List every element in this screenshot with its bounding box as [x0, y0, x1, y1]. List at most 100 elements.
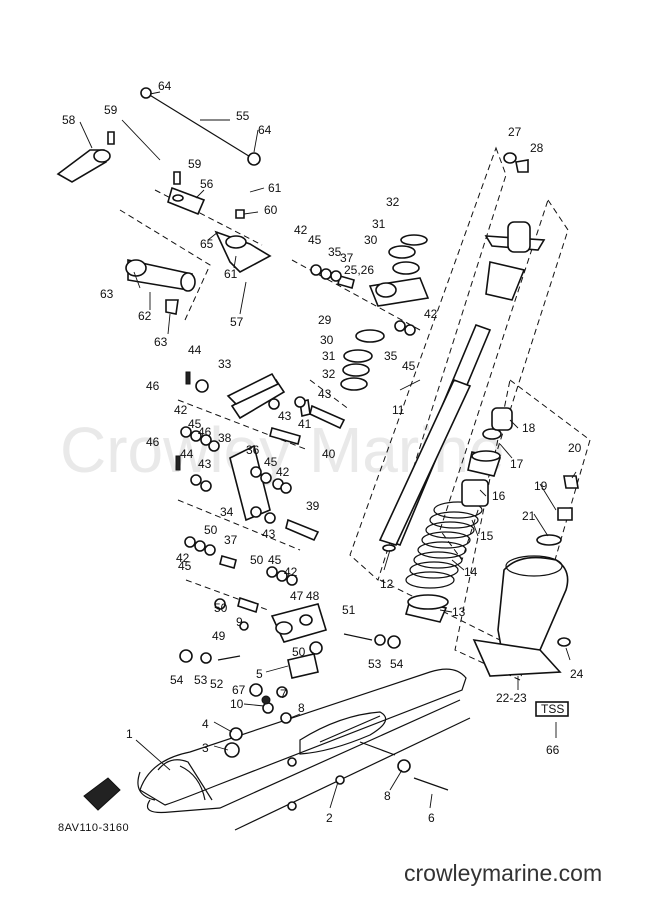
callout-3: 3 [202, 741, 209, 755]
callout-65: 65 [200, 237, 214, 251]
callout-40: 40 [322, 447, 336, 461]
callout-17: 17 [510, 457, 524, 471]
callout-45f: 45 [268, 553, 282, 567]
callout-62: 62 [138, 309, 152, 323]
callout-54b: 54 [170, 673, 184, 687]
callout-33: 33 [218, 357, 232, 371]
callout-24: 24 [570, 667, 584, 681]
callout-31b: 31 [322, 349, 336, 363]
steering-spindle-parts [56, 87, 272, 315]
callout-7: 7 [280, 687, 287, 701]
callout-37b: 37 [224, 533, 238, 547]
callout-46c: 46 [146, 435, 160, 449]
washers-nuts [175, 264, 416, 773]
callout-67: 67 [232, 683, 246, 697]
callout-50a: 50 [204, 523, 218, 537]
callout-44a: 44 [188, 343, 202, 357]
callout-53a: 53 [368, 657, 382, 671]
callout-14: 14 [464, 565, 478, 579]
callout-63b: 63 [154, 335, 168, 349]
callout-42e: 42 [176, 551, 190, 565]
callout-35b: 35 [384, 349, 398, 363]
callout-51: 51 [342, 603, 356, 617]
callout-60: 60 [264, 203, 278, 217]
callout-45d: 45 [264, 455, 278, 469]
callout-45a: 45 [308, 233, 322, 247]
callout-41: 41 [298, 417, 312, 431]
callout-45b: 45 [402, 359, 416, 373]
callout-45e: 45 [178, 559, 192, 573]
callout-54a: 54 [390, 657, 404, 671]
front-arrow-icon [83, 777, 121, 811]
callout-10: 10 [230, 697, 244, 711]
callout-12: 12 [380, 577, 394, 591]
diagram-code: 8AV110-3160 [58, 822, 130, 834]
callout-27: 27 [508, 125, 522, 139]
callout-4: 4 [202, 717, 209, 731]
callout-43c: 43 [198, 457, 212, 471]
callout-18: 18 [522, 421, 536, 435]
callout-42f: 42 [284, 565, 298, 579]
callout-30b: 30 [320, 333, 334, 347]
callout-50d: 50 [292, 645, 306, 659]
callout-48: 48 [306, 589, 320, 603]
callout-58: 58 [62, 113, 76, 127]
callout-32b: 32 [322, 367, 336, 381]
callout-55: 55 [236, 109, 250, 123]
callout-9: 9 [236, 615, 243, 629]
callout-64a: 64 [158, 79, 172, 93]
callout-5: 5 [256, 667, 263, 681]
callout-29: 29 [318, 313, 332, 327]
callout-59b: 59 [188, 157, 202, 171]
callout-64b: 64 [258, 123, 272, 137]
callout-42a: 42 [294, 223, 308, 237]
callout-31: 31 [372, 217, 386, 231]
callout-46b: 46 [198, 425, 212, 439]
callout-56: 56 [200, 177, 214, 191]
callout-13: 13 [452, 605, 466, 619]
callout-63a: 63 [100, 287, 114, 301]
site-url[interactable]: crowleymarine.com [404, 860, 603, 886]
callout-22-23: 22-23 [496, 691, 527, 705]
callout-11: 11 [392, 403, 405, 417]
tss-badge-text: TSS [541, 702, 564, 716]
callout-45c: 45 [188, 417, 202, 431]
callout-21: 21 [522, 509, 536, 523]
callout-42d: 42 [276, 465, 290, 479]
callout-61b: 61 [224, 267, 238, 281]
callout-57: 57 [230, 315, 244, 329]
callout-labels: 1 2 3 4 5 6 7 8 8 9 10 11 12 13 14 15 16… [62, 79, 584, 825]
callout-43a: 43 [318, 387, 332, 401]
callout-25-26: 25,26 [344, 263, 374, 277]
callout-6: 6 [428, 811, 435, 825]
callout-35: 35 [328, 245, 342, 259]
callout-16: 16 [492, 489, 506, 503]
shock-absorber-parts [340, 152, 579, 677]
callout-8-ski: 8 [384, 789, 391, 803]
callout-15: 15 [480, 529, 494, 543]
callout-47: 47 [290, 589, 304, 603]
dashed-group-outlines [119, 146, 591, 681]
callout-36: 36 [246, 443, 260, 457]
callout-66: 66 [546, 743, 560, 757]
callout-53b: 53 [194, 673, 208, 687]
callout-30: 30 [364, 233, 378, 247]
linkage-parts [217, 275, 449, 791]
callout-49: 49 [212, 629, 226, 643]
callout-44b: 44 [180, 447, 194, 461]
callout-43b: 43 [278, 409, 292, 423]
callout-46a: 46 [146, 379, 160, 393]
callout-50b: 50 [250, 553, 264, 567]
callout-50c: 50 [214, 601, 228, 615]
callout-38: 38 [218, 431, 232, 445]
callout-59a: 59 [104, 103, 118, 117]
callout-19: 19 [534, 479, 548, 493]
callout-20: 20 [568, 441, 582, 455]
callout-2: 2 [326, 811, 333, 825]
tss-badge: TSS [535, 701, 569, 717]
callout-42b: 42 [424, 307, 438, 321]
callout-42c: 42 [174, 403, 188, 417]
ski-assembly [137, 668, 471, 831]
callout-8: 8 [298, 701, 305, 715]
